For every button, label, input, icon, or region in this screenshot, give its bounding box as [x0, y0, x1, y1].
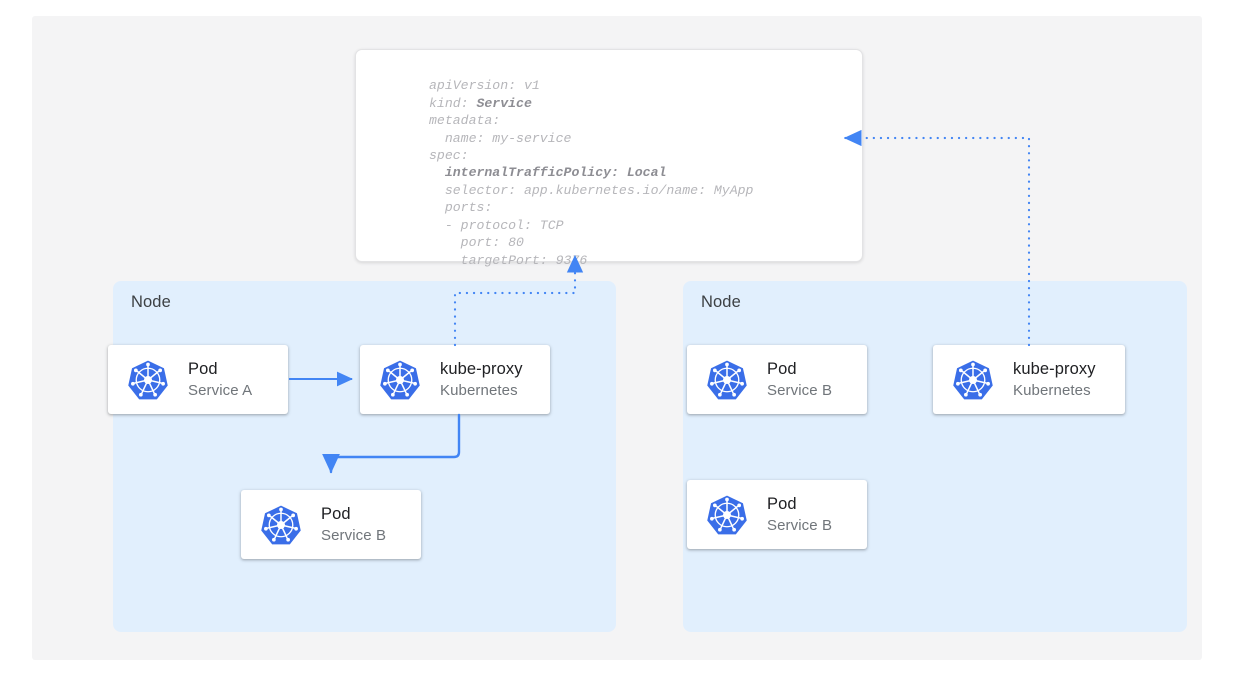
yaml-line-protocol: - protocol: TCP	[429, 217, 564, 233]
card-subtitle: Service B	[321, 526, 387, 544]
yaml-line-name: name: my-service	[429, 130, 572, 146]
node-region-right: Node	[683, 281, 1187, 632]
yaml-line-spec: spec:	[429, 148, 469, 163]
yaml-line-kind: kind: Service	[429, 95, 532, 111]
card-subtitle: Service B	[767, 381, 833, 399]
card-subtitle: Service B	[767, 516, 833, 534]
yaml-line-ports: ports:	[429, 200, 493, 216]
yaml-line-internal-traffic-policy: internalTrafficPolicy: Local	[429, 165, 667, 181]
card-title: kube-proxy	[1013, 360, 1096, 379]
yaml-line-targetport: targetPort: 9376	[429, 252, 588, 268]
card-pod-service-b-right-bottom[interactable]: Pod Service B	[687, 480, 867, 549]
card-text: Pod Service A	[188, 361, 252, 398]
card-title: Pod	[321, 505, 351, 524]
kubernetes-icon	[952, 359, 994, 401]
card-text: Pod Service B	[767, 496, 832, 533]
card-pod-service-b-left[interactable]: Pod Service B	[241, 490, 421, 559]
node-label-left: Node	[131, 293, 171, 311]
card-subtitle: Kubernetes	[440, 381, 518, 399]
card-title: Pod	[188, 360, 218, 379]
service-yaml-code: apiVersion: v1 kind: Service metadata: n…	[429, 77, 753, 269]
card-pod-service-a[interactable]: Pod Service A	[108, 345, 288, 414]
card-text: Pod Service B	[767, 361, 832, 398]
card-kube-proxy-left[interactable]: kube-proxy Kubernetes	[360, 345, 550, 414]
card-title: Pod	[767, 360, 797, 379]
card-pod-service-b-right-top[interactable]: Pod Service B	[687, 345, 867, 414]
card-title: Pod	[767, 495, 797, 514]
diagram-canvas: apiVersion: v1 kind: Service metadata: n…	[32, 16, 1202, 660]
yaml-line-port: port: 80	[429, 235, 524, 251]
kubernetes-icon	[706, 359, 748, 401]
card-text: kube-proxy Kubernetes	[440, 361, 523, 398]
node-label-right: Node	[701, 293, 741, 311]
card-text: kube-proxy Kubernetes	[1013, 361, 1096, 398]
kubernetes-icon	[706, 494, 748, 536]
card-subtitle: Kubernetes	[1013, 381, 1091, 399]
card-text: Pod Service B	[321, 506, 386, 543]
service-spec-card: apiVersion: v1 kind: Service metadata: n…	[355, 49, 863, 268]
kubernetes-icon	[379, 359, 421, 401]
yaml-line-selector: selector: app.kubernetes.io/name: MyApp	[429, 182, 754, 198]
node-region-left: Node	[113, 281, 616, 632]
kubernetes-icon	[127, 359, 169, 401]
yaml-value-service: Service	[476, 95, 532, 111]
card-subtitle: Service A	[188, 381, 253, 399]
card-kube-proxy-right[interactable]: kube-proxy Kubernetes	[933, 345, 1125, 414]
card-title: kube-proxy	[440, 360, 523, 379]
yaml-line-metadata: metadata:	[429, 113, 501, 129]
yaml-line-apiversion: apiVersion: v1	[429, 78, 540, 94]
kubernetes-icon	[260, 504, 302, 546]
